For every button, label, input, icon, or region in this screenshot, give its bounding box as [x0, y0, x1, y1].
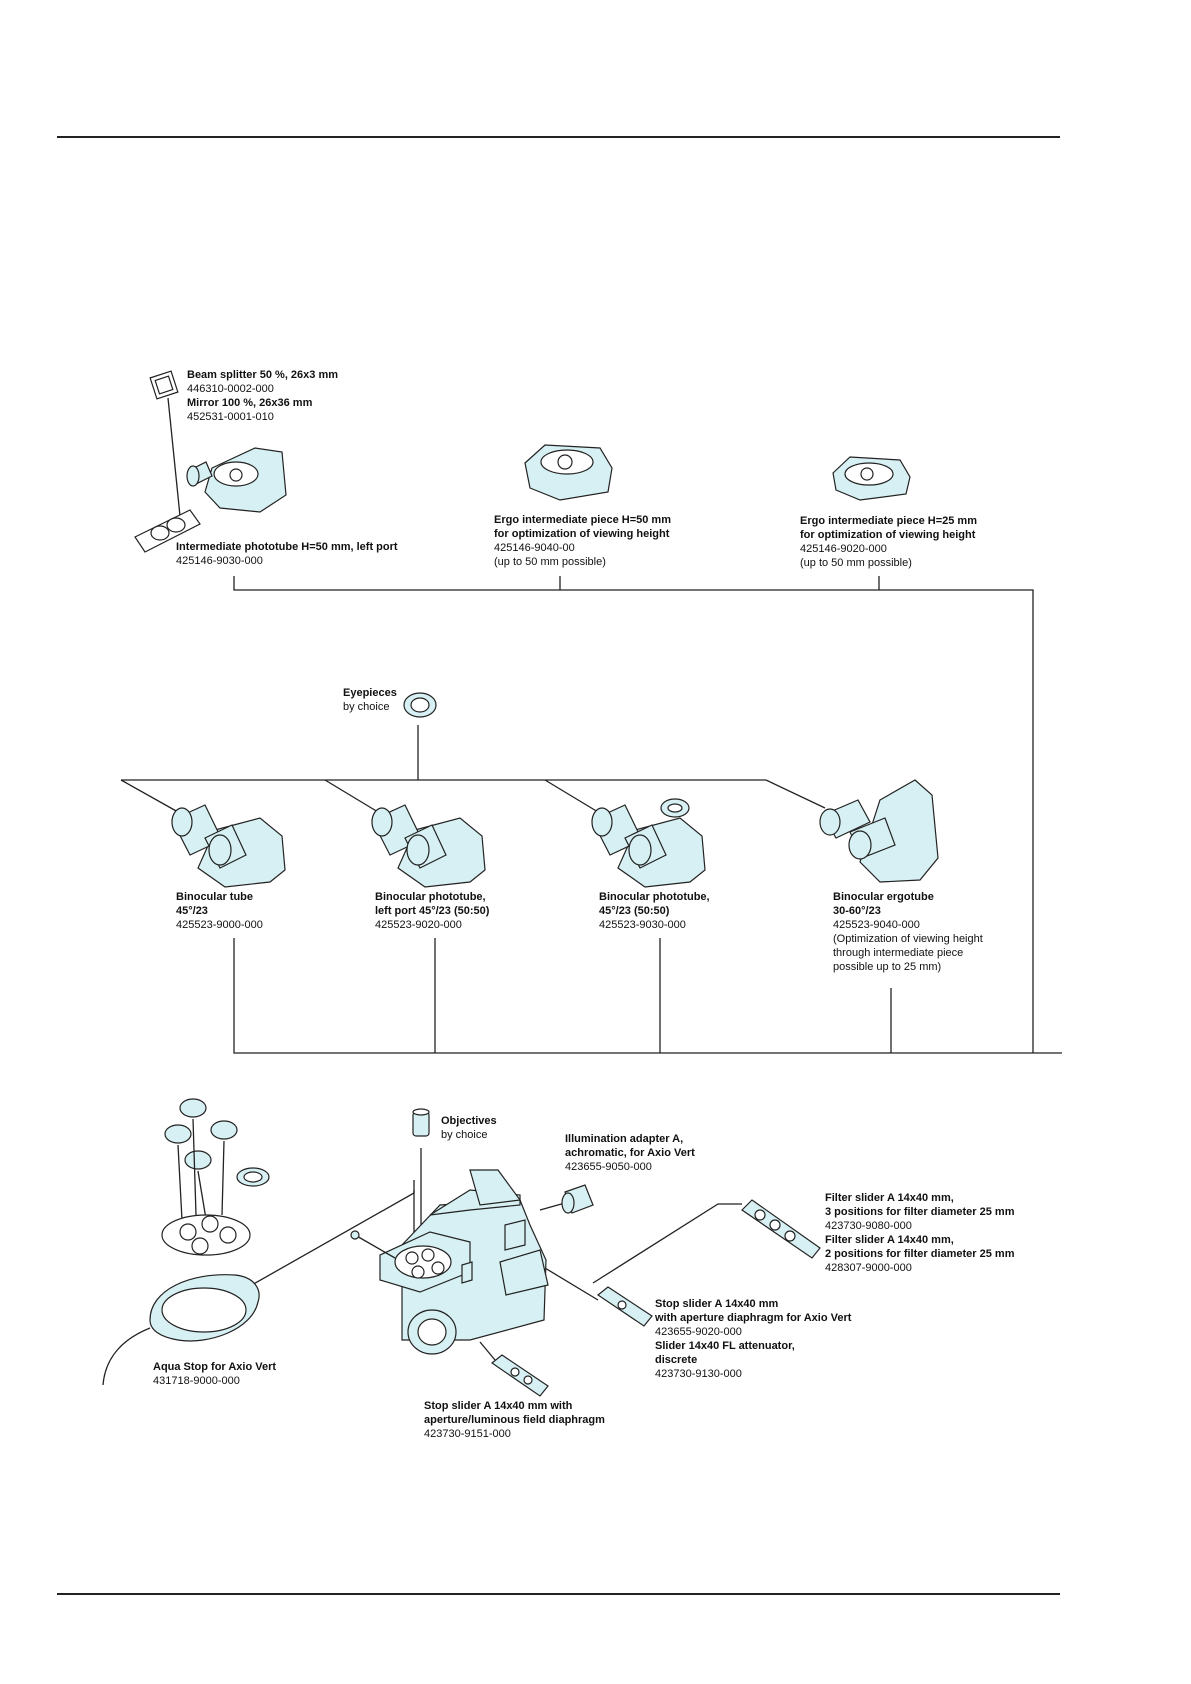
binocular-ergotube-icon	[819, 779, 939, 883]
eyepieces-title: Eyepieces	[343, 687, 397, 699]
binocular-ergotube-note2: through intermediate piece	[833, 947, 964, 959]
connector-lines	[120, 397, 1062, 1361]
ergo-25-note: (up to 50 mm possible)	[800, 557, 912, 569]
eyepiece-icon	[403, 692, 437, 718]
binocular-ergotube-note3: possible up to 25 mm)	[833, 961, 942, 973]
eyepieces-label: Eyepieces by choice	[343, 686, 397, 714]
eyepieces-note: by choice	[343, 701, 390, 713]
binocular-tube-title2: 45°/23	[176, 905, 208, 917]
filter-slider-2pos-title: Filter slider A 14x40 mm,	[825, 1234, 954, 1246]
bottom-rule	[57, 1593, 1060, 1595]
mirror-code: 452531-0001-010	[187, 411, 274, 423]
stop-slider-aperture-label: Stop slider A 14x40 mm with aperture dia…	[655, 1297, 851, 1381]
binocular-phototube-left-code: 425523-9020-000	[375, 919, 462, 931]
filter-slider-3pos-desc: 3 positions for filter diameter 25 mm	[825, 1206, 1015, 1218]
ergo-intermediate-50-icon	[524, 444, 613, 501]
illumination-adapter-icon	[561, 1184, 594, 1214]
binocular-tube-code: 425523-9000-000	[176, 919, 263, 931]
binocular-phototube-left-title2: left port 45°/23 (50:50)	[375, 905, 490, 917]
beam-splitter-icon	[149, 370, 179, 400]
binocular-phototube-label: Binocular phototube, 45°/23 (50:50) 4255…	[599, 890, 710, 932]
objective-icon	[412, 1108, 430, 1137]
intermediate-phototube-icon	[134, 447, 287, 553]
ergo-50-code: 425146-9040-00	[494, 542, 575, 554]
aqua-stop-icon	[102, 1098, 270, 1386]
aqua-stop-title: Aqua Stop for Axio Vert	[153, 1361, 277, 1373]
binocular-phototube-title2: 45°/23 (50:50)	[599, 905, 670, 917]
binocular-phototube-title: Binocular phototube,	[599, 891, 710, 903]
binocular-phototube-icon	[591, 798, 706, 888]
fl-attenuator-desc: discrete	[655, 1354, 698, 1366]
filter-slider-3pos-title: Filter slider A 14x40 mm,	[825, 1192, 954, 1204]
binocular-phototube-code: 425523-9030-000	[599, 919, 686, 931]
binocular-ergotube-code: 425523-9040-000	[833, 919, 920, 931]
binocular-ergotube-title2: 30-60°/23	[833, 905, 881, 917]
binocular-phototube-left-title: Binocular phototube,	[375, 891, 486, 903]
aqua-stop-label: Aqua Stop for Axio Vert 431718-9000-000	[153, 1360, 276, 1388]
filter-slider-3pos-code: 423730-9080-000	[825, 1220, 912, 1232]
microscope-stand-icon	[350, 1169, 549, 1355]
beam-splitter-title: Beam splitter 50 %, 26x3 mm	[187, 369, 339, 381]
ergo-25-label: Ergo intermediate piece H=25 mm for opti…	[800, 514, 977, 570]
ergo-25-title2: for optimization of viewing height	[800, 529, 976, 541]
intermediate-phototube-code: 425146-9030-000	[176, 555, 263, 567]
beam-splitter-code: 446310-0002-000	[187, 383, 274, 395]
beam-splitter-label: Beam splitter 50 %, 26x3 mm 446310-0002-…	[187, 368, 338, 424]
illumination-adapter-title: Illumination adapter A,	[565, 1133, 684, 1145]
filter-slider-icon	[741, 1199, 821, 1259]
stop-slider-aperture-title: Stop slider A 14x40 mm	[655, 1298, 779, 1310]
aqua-stop-code: 431718-9000-000	[153, 1375, 240, 1387]
illumination-adapter-label: Illumination adapter A, achromatic, for …	[565, 1132, 695, 1174]
objectives-title: Objectives	[441, 1115, 497, 1127]
ergo-50-label: Ergo intermediate piece H=50 mm for opti…	[494, 513, 671, 569]
binocular-phototube-left-icon	[371, 804, 486, 888]
stop-slider-luminous-title2: aperture/luminous field diaphragm	[424, 1414, 605, 1426]
top-rule	[57, 136, 1060, 138]
objectives-note: by choice	[441, 1129, 488, 1141]
ergo-50-note: (up to 50 mm possible)	[494, 556, 606, 568]
stop-slider-aperture-code: 423655-9020-000	[655, 1326, 742, 1338]
stop-slider-aperture-icon	[596, 1286, 653, 1327]
ergo-25-code: 425146-9020-000	[800, 543, 887, 555]
objectives-label: Objectives by choice	[441, 1114, 497, 1142]
ergo-50-title2: for optimization of viewing height	[494, 528, 670, 540]
illumination-adapter-title2: achromatic, for Axio Vert	[565, 1147, 695, 1159]
intermediate-phototube-label: Intermediate phototube H=50 mm, left por…	[176, 540, 398, 568]
stop-slider-luminous-title: Stop slider A 14x40 mm with	[424, 1400, 573, 1412]
filter-slider-label: Filter slider A 14x40 mm, 3 positions fo…	[825, 1191, 1015, 1275]
stop-slider-luminous-icon	[490, 1354, 549, 1397]
stop-slider-luminous-code: 423730-9151-000	[424, 1428, 511, 1440]
filter-slider-2pos-code: 428307-9000-000	[825, 1262, 912, 1274]
binocular-ergotube-label: Binocular ergotube 30-60°/23 425523-9040…	[833, 890, 983, 974]
fl-attenuator-title: Slider 14x40 FL attenuator,	[655, 1340, 795, 1352]
binocular-ergotube-title: Binocular ergotube	[833, 891, 934, 903]
binocular-tube-title: Binocular tube	[176, 891, 254, 903]
illumination-adapter-code: 423655-9050-000	[565, 1161, 652, 1173]
ergo-intermediate-25-icon	[832, 456, 911, 501]
mirror-title: Mirror 100 %, 26x36 mm	[187, 397, 313, 409]
binocular-ergotube-note1: (Optimization of viewing height	[833, 933, 983, 945]
binocular-tube-label: Binocular tube 45°/23 425523-9000-000	[176, 890, 263, 932]
binocular-phototube-left-label: Binocular phototube, left port 45°/23 (5…	[375, 890, 489, 932]
intermediate-phototube-title: Intermediate phototube H=50 mm, left por…	[176, 541, 398, 553]
filter-slider-2pos-desc: 2 positions for filter diameter 25 mm	[825, 1248, 1015, 1260]
fl-attenuator-code: 423730-9130-000	[655, 1368, 742, 1380]
ergo-25-title: Ergo intermediate piece H=25 mm	[800, 515, 977, 527]
ergo-50-title: Ergo intermediate piece H=50 mm	[494, 514, 671, 526]
stop-slider-aperture-desc: with aperture diaphragm for Axio Vert	[655, 1312, 852, 1324]
stop-slider-luminous-label: Stop slider A 14x40 mm with aperture/lum…	[424, 1399, 605, 1441]
binocular-tube-icon	[171, 804, 286, 888]
